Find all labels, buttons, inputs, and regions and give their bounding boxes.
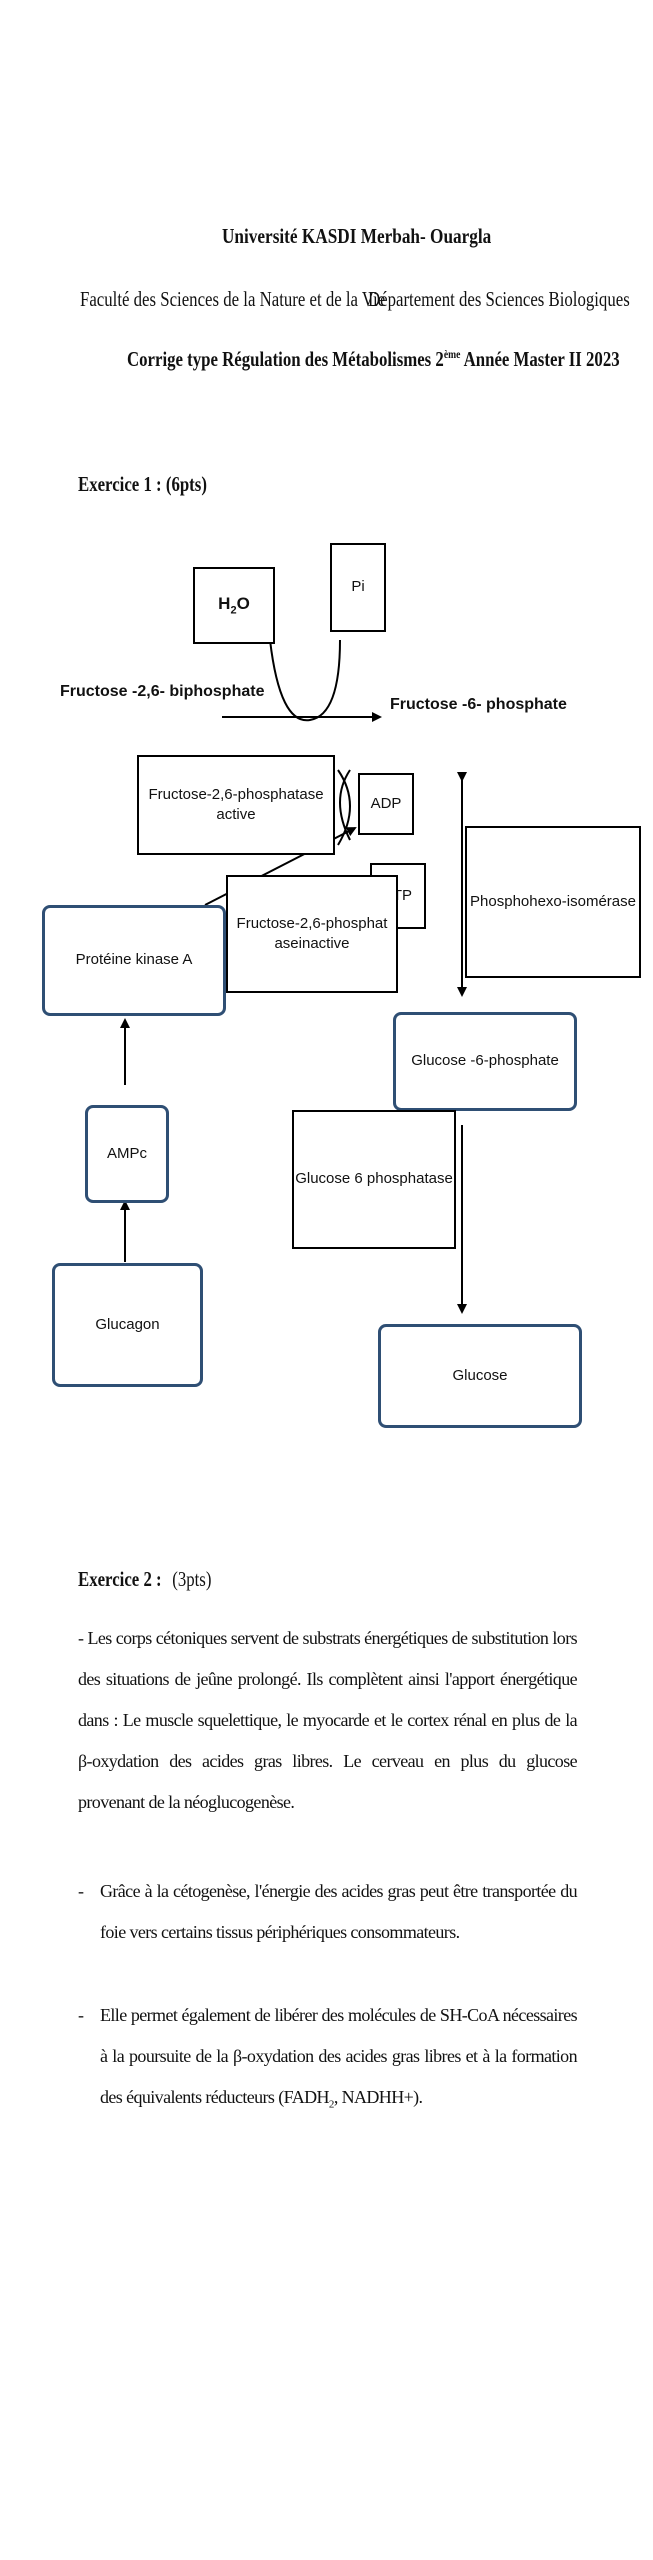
bullet-1-text: Grâce à la cétogenèse, l'énergie des aci… bbox=[100, 1881, 578, 1942]
h2o-box: H2O bbox=[193, 567, 275, 644]
h2o-main: H bbox=[218, 593, 231, 613]
adp-box: ADP bbox=[358, 773, 414, 835]
phosphohexo-isomerase-label: Phosphohexo-isomérase bbox=[470, 892, 636, 910]
bullet-1-marker: - bbox=[78, 1881, 84, 1901]
glucose-6-phosphate-label: Glucose -6-phosphate bbox=[411, 1052, 559, 1070]
ampc-box: AMPc bbox=[85, 1105, 169, 1203]
glucose-6-phosphatase-label: Glucose 6 phosphatase bbox=[295, 1170, 453, 1188]
bullet-2-sub: 2 bbox=[328, 2098, 334, 2111]
adp-label: ADP bbox=[370, 794, 402, 812]
course-title-sup: ème bbox=[443, 347, 461, 361]
h2o-end: O bbox=[236, 593, 250, 613]
phosphohexo-isomerase-box: Phosphohexo-isomérase bbox=[465, 826, 641, 978]
faculty-label: Faculté des Sciences de la Nature et de … bbox=[80, 287, 386, 311]
pi-box: Pi bbox=[330, 543, 386, 632]
f26-phosphatase-inactive-label: Fructose-2,6-phosphataseinactive bbox=[236, 914, 388, 952]
ampc-label: AMPc bbox=[106, 1144, 147, 1162]
f26-phosphatase-inactive-box: Fructose-2,6-phosphataseinactive bbox=[226, 875, 398, 993]
bullet-2-main: Elle permet également de libérer des mol… bbox=[100, 2005, 578, 2107]
h2o-sub: 2 bbox=[230, 604, 237, 617]
exercise1-title: Exercice 1 : (6pts) bbox=[78, 472, 207, 496]
bullet-2-marker: - bbox=[78, 2005, 84, 2025]
fructose-6-phosphate-label: Fructose -6- phosphate bbox=[390, 696, 567, 713]
course-title: Corrige type Régulation des Métabolismes… bbox=[127, 347, 620, 372]
glucose-6-phosphatase-box: Glucose 6 phosphatase bbox=[292, 1110, 456, 1249]
glucagon-label: Glucagon bbox=[95, 1315, 160, 1333]
glucose-label: Glucose bbox=[452, 1366, 508, 1384]
course-title-suffix: Année Master II 2023 bbox=[460, 347, 620, 371]
bullet-2-text: Elle permet également de libérer des mol… bbox=[100, 1995, 578, 2118]
exercise2-intro: - Les corps cétoniques servent de substr… bbox=[78, 1628, 578, 1812]
glucagon-box: Glucagon bbox=[52, 1263, 203, 1387]
course-title-prefix: Corrige type Régulation des Métabolismes… bbox=[127, 347, 444, 371]
exercise2-title: Exercice 2 : bbox=[78, 1567, 162, 1591]
glucose-box: Glucose bbox=[378, 1324, 582, 1428]
fructose-2-6-biphosphate-label: Fructose -2,6- biphosphate bbox=[60, 683, 265, 700]
pi-label: Pi bbox=[351, 578, 365, 596]
f26-phosphatase-active-box: Fructose-2,6-phosphatase active bbox=[137, 755, 335, 855]
department-label: Département des Sciences Biologiques bbox=[368, 287, 630, 311]
university-title: Université KASDI Merbah- Ouargla bbox=[222, 224, 492, 248]
proteine-kinase-a-label: Protéine kinase A bbox=[75, 951, 193, 969]
adp-atp-arc-2 bbox=[337, 769, 351, 846]
bullet-2-end: , NADHH+). bbox=[333, 2087, 423, 2107]
glucose-6-phosphate-box: Glucose -6-phosphate bbox=[393, 1012, 577, 1111]
proteine-kinase-a-box: Protéine kinase A bbox=[42, 905, 226, 1016]
exercise2-heading: Exercice 2 : (3pts) bbox=[78, 1567, 211, 1592]
exercise2-points: (3pts) bbox=[172, 1567, 212, 1591]
h2o-pi-arc bbox=[269, 639, 341, 722]
f26-phosphatase-active-label: Fructose-2,6-phosphatase active bbox=[148, 785, 324, 823]
